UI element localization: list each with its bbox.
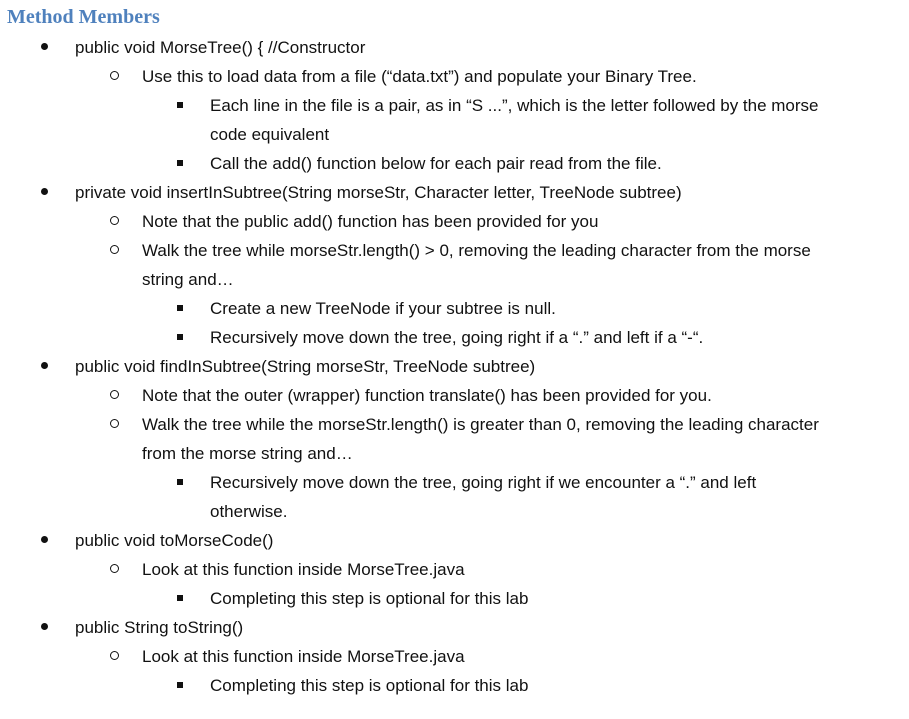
list-item: Look at this function inside MorseTree.j… — [142, 647, 465, 666]
list-item: Each line in the file is a pair, as in “… — [210, 96, 819, 115]
level2-bullet-icon — [110, 419, 119, 428]
level2-bullet-icon — [110, 651, 119, 660]
list-item: Call the add() function below for each p… — [210, 154, 662, 173]
list-item: Walk the tree while morseStr.length() > … — [142, 241, 811, 260]
list-item: Look at this function inside MorseTree.j… — [142, 560, 465, 579]
section-heading: Method Members — [7, 6, 160, 28]
list-item: Create a new TreeNode if your subtree is… — [210, 299, 556, 318]
list-item: Recursively move down the tree, going ri… — [210, 328, 704, 347]
list-item-continuation: otherwise. — [210, 502, 288, 521]
list-item: Walk the tree while the morseStr.length(… — [142, 415, 819, 434]
list-item-continuation: string and… — [142, 270, 234, 289]
level2-bullet-icon — [110, 71, 119, 80]
method-constructor: public void MorseTree() { //Constructor — [75, 38, 366, 57]
list-item: Completing this step is optional for thi… — [210, 589, 529, 608]
method-insert-in-subtree: private void insertInSubtree(String mors… — [75, 183, 682, 202]
method-to-morse-code: public void toMorseCode() — [75, 531, 274, 550]
level3-bullet-icon — [177, 595, 183, 601]
level1-bullet-icon — [41, 43, 48, 50]
list-item: Note that the public add() function has … — [142, 212, 599, 231]
list-item-continuation: from the morse string and… — [142, 444, 353, 463]
list-item: Use this to load data from a file (“data… — [142, 67, 697, 86]
level2-bullet-icon — [110, 245, 119, 254]
list-item-continuation: code equivalent — [210, 125, 330, 144]
level1-bullet-icon — [41, 536, 48, 543]
level3-bullet-icon — [177, 479, 183, 485]
level3-bullet-icon — [177, 305, 183, 311]
list-item: Completing this step is optional for thi… — [210, 676, 529, 695]
list-item: Recursively move down the tree, going ri… — [210, 473, 757, 492]
level2-bullet-icon — [110, 216, 119, 225]
level2-bullet-icon — [110, 564, 119, 573]
level3-bullet-icon — [177, 160, 183, 166]
level3-bullet-icon — [177, 682, 183, 688]
level1-bullet-icon — [41, 623, 48, 630]
method-find-in-subtree: public void findInSubtree(String morseSt… — [75, 357, 536, 376]
list-item: Note that the outer (wrapper) function t… — [142, 386, 712, 405]
method-to-string: public String toString() — [75, 618, 244, 637]
level1-bullet-icon — [41, 362, 48, 369]
level3-bullet-icon — [177, 102, 183, 108]
level1-bullet-icon — [41, 188, 48, 195]
level3-bullet-icon — [177, 334, 183, 340]
level2-bullet-icon — [110, 390, 119, 399]
